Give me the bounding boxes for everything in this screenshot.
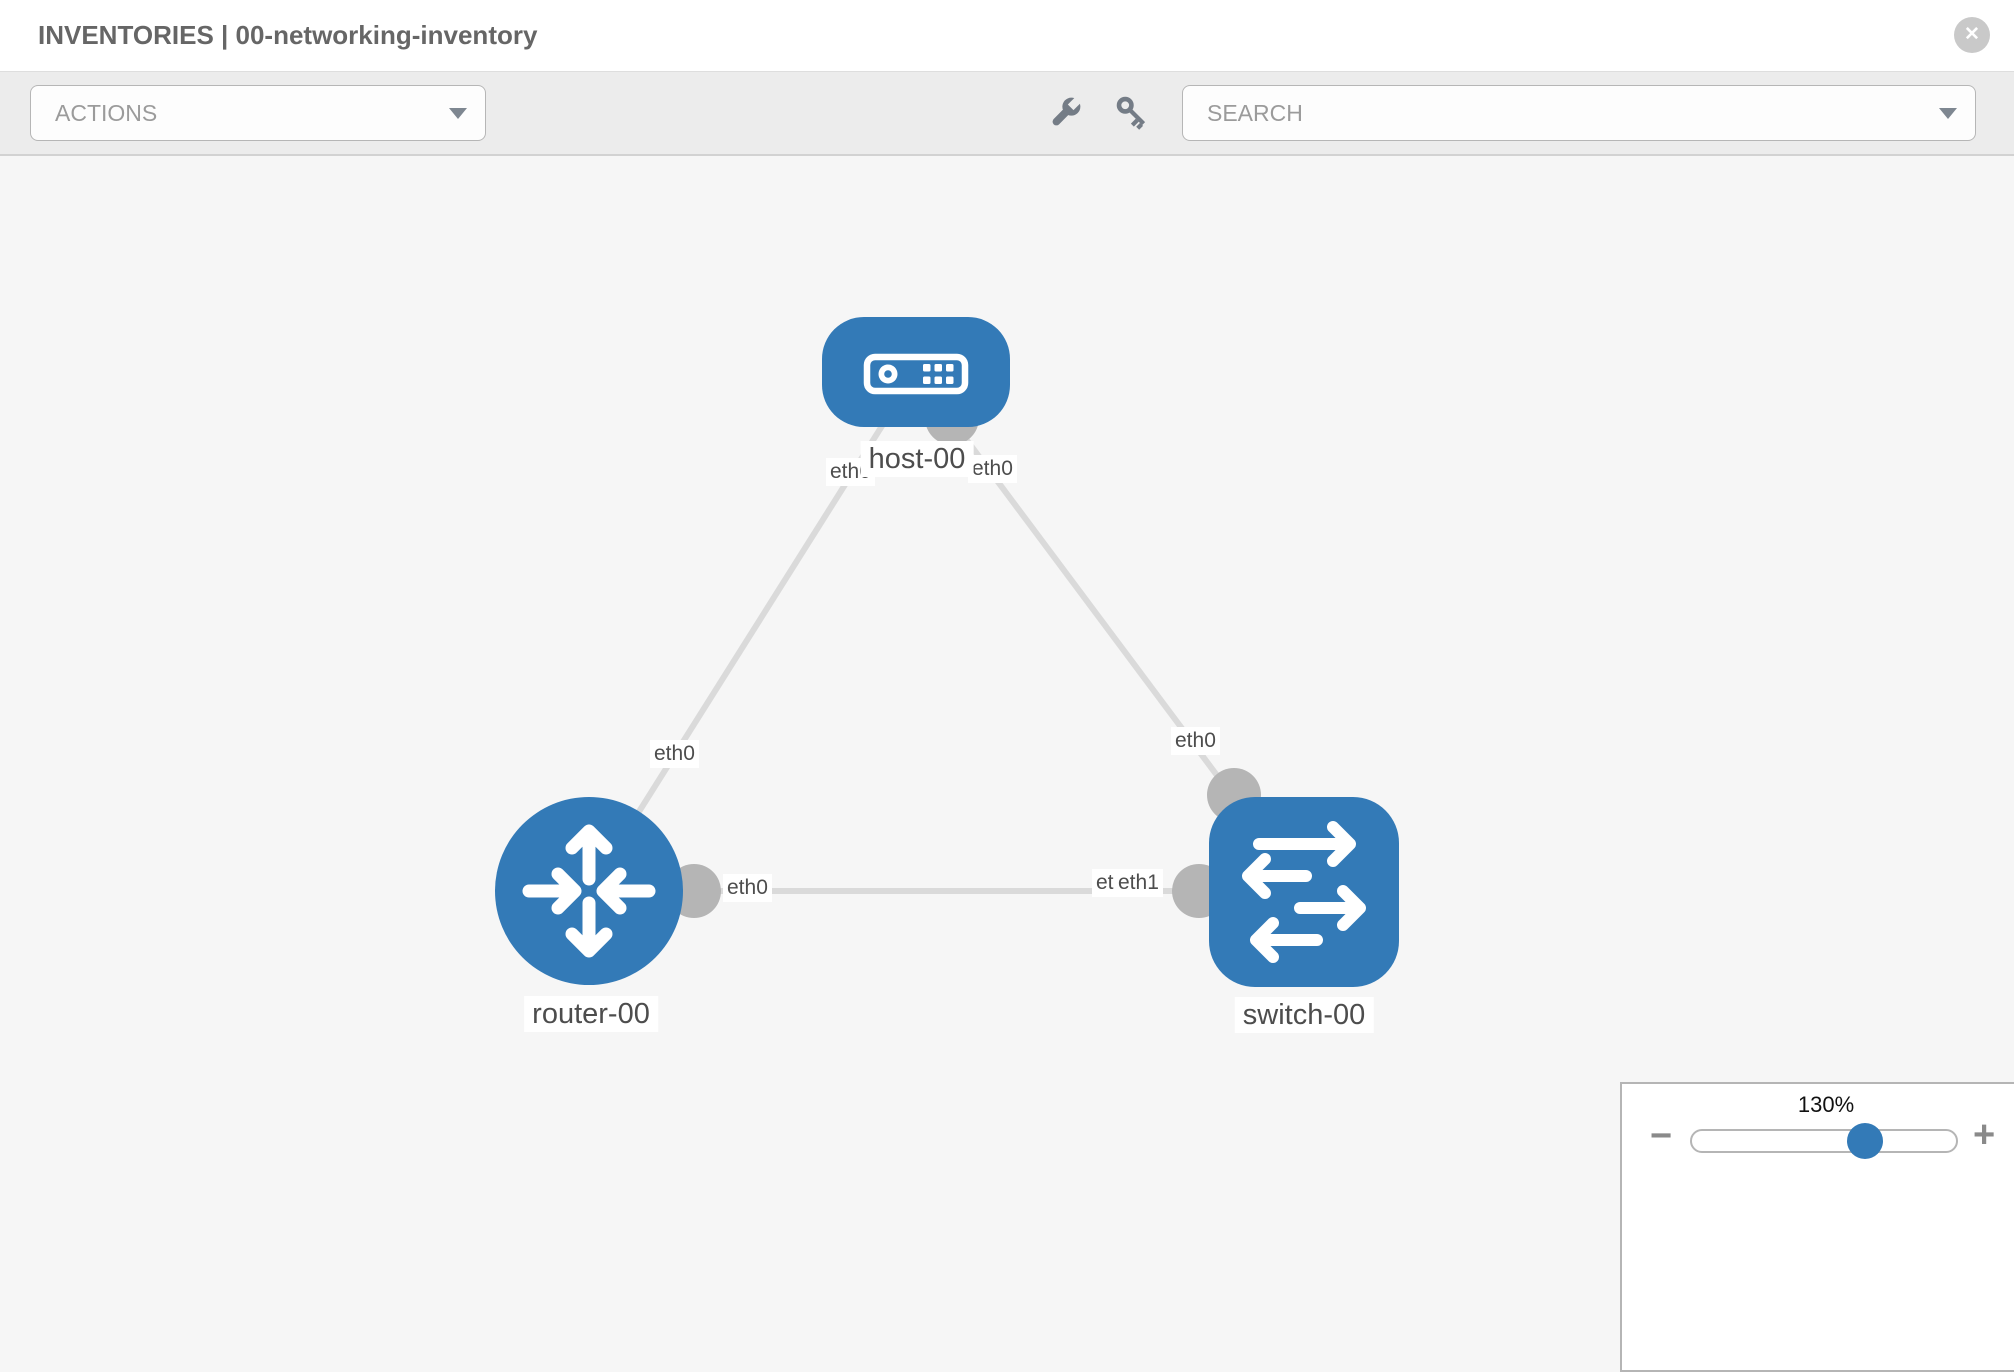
node-label-switch: switch-00 bbox=[1234, 997, 1374, 1033]
chevron-down-icon bbox=[1939, 108, 1957, 119]
node-label-router: router-00 bbox=[524, 996, 658, 1032]
page-title: INVENTORIES | 00-networking-inventory bbox=[38, 20, 538, 50]
host-icon bbox=[863, 353, 969, 395]
router-icon bbox=[522, 824, 656, 958]
search-input[interactable] bbox=[1183, 98, 1919, 128]
zoom-in-button[interactable]: + bbox=[1973, 1114, 1996, 1156]
interface-label: eth0 bbox=[650, 740, 699, 768]
interface-label: eth0 bbox=[1171, 727, 1220, 755]
actions-dropdown[interactable]: ACTIONS bbox=[30, 85, 486, 141]
node-switch-00[interactable] bbox=[1209, 797, 1399, 987]
interface-label: eth1 bbox=[1114, 869, 1163, 897]
zoom-out-button[interactable]: − bbox=[1650, 1115, 1673, 1157]
zoom-panel: 130% − + bbox=[1620, 1082, 2014, 1372]
switch-icon bbox=[1242, 821, 1366, 963]
close-button[interactable]: ✕ bbox=[1954, 17, 1990, 53]
zoom-slider[interactable] bbox=[1690, 1123, 1958, 1159]
chevron-down-icon bbox=[449, 108, 467, 119]
toolbar: ACTIONS bbox=[0, 72, 2014, 156]
actions-dropdown-label: ACTIONS bbox=[55, 99, 158, 126]
node-host-00[interactable] bbox=[822, 317, 1010, 427]
topology-canvas[interactable]: eth0 eth0 eth0 eth0 eth0 eth0 eth1 host-… bbox=[0, 156, 2014, 1372]
wrench-icon[interactable] bbox=[1044, 92, 1086, 134]
page-header: INVENTORIES | 00-networking-inventory ✕ bbox=[0, 0, 2014, 72]
interface-label: eth0 bbox=[968, 455, 1017, 483]
search-dropdown[interactable] bbox=[1182, 85, 1976, 141]
zoom-level: 130% bbox=[1797, 1092, 1855, 1117]
key-icon[interactable] bbox=[1112, 92, 1154, 134]
zoom-slider-thumb[interactable] bbox=[1847, 1123, 1883, 1159]
interface-label: eth0 bbox=[723, 874, 772, 902]
node-router-00[interactable] bbox=[495, 797, 683, 985]
node-label-host: host-00 bbox=[860, 441, 974, 477]
close-icon: ✕ bbox=[1964, 24, 1980, 45]
